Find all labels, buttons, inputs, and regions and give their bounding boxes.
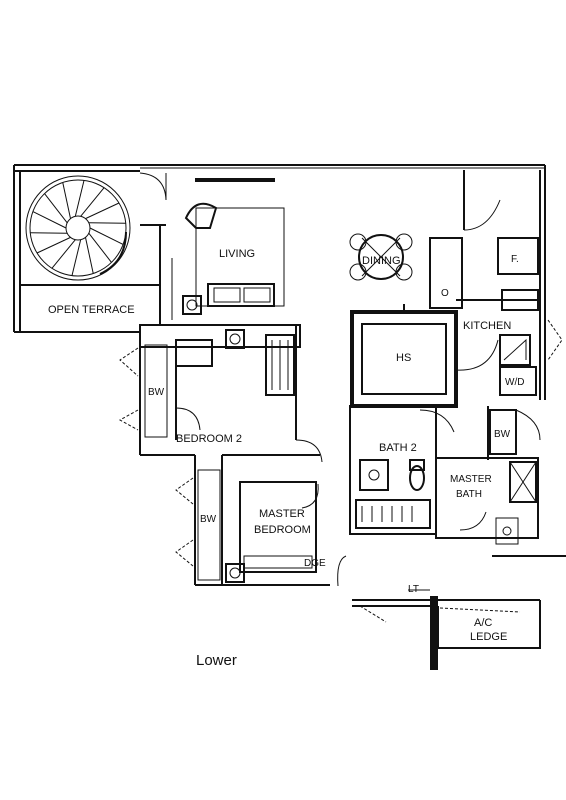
room-label-bath-2: BATH 2 (379, 442, 417, 454)
spiral-staircase (25, 175, 131, 281)
fixture-label-oven: O (441, 288, 449, 299)
bedroom-2 (118, 324, 323, 463)
room-label-open-terrace: OPEN TERRACE (48, 304, 135, 316)
stair-tread (62, 182, 72, 219)
ac-ledge (352, 555, 566, 670)
stair-tread (51, 239, 76, 269)
stair-tread (71, 239, 82, 276)
room-label-master-bath-line1: MASTER (450, 474, 492, 485)
exterior-walls (13, 164, 546, 586)
stair-tread (32, 211, 67, 229)
stair-tread (74, 180, 85, 217)
room-label-master-bedroom-line1: MASTER (259, 508, 305, 520)
fixture-label-bw-master: BW (200, 514, 217, 525)
stair-tread (89, 227, 124, 245)
dining-table (349, 233, 413, 281)
room-label-dining: DINING (362, 255, 401, 267)
room-label-ledge: LEDGE (470, 631, 507, 643)
room-label-kitchen: KITCHEN (463, 320, 511, 332)
room-label-master-bath-line2: BATH (456, 489, 482, 500)
fixture-label-fridge: F. (511, 254, 519, 265)
fixture-label-bw-bath: BW (494, 429, 511, 440)
room-label-bedroom-2: BEDROOM 2 (176, 433, 242, 445)
stair-tread (85, 202, 120, 220)
room-label-living: LIVING (219, 248, 255, 260)
fixture-label-washer-dryer: W/D (505, 377, 524, 388)
stair-tread (80, 187, 105, 217)
fixture-label-bw-bedroom2: BW (148, 387, 165, 398)
fixture-label-ac: A/C (474, 617, 492, 629)
master-bedroom (175, 454, 347, 587)
bath-2 (349, 405, 455, 535)
stair-tread (36, 236, 71, 254)
kitchen-area (429, 170, 563, 396)
floor-caption: Lower (196, 652, 237, 669)
stair-tread (84, 237, 94, 274)
master-bath (435, 406, 541, 545)
fixture-label-dge: DGE (304, 558, 326, 569)
living-area (139, 172, 285, 320)
room-label-master-bedroom-line2: BEDROOM (254, 524, 311, 536)
room-label-hs: HS (396, 352, 411, 364)
stair-tread (88, 232, 112, 263)
stair-tread (44, 193, 68, 224)
fixture-label-lt: LT (408, 584, 419, 595)
